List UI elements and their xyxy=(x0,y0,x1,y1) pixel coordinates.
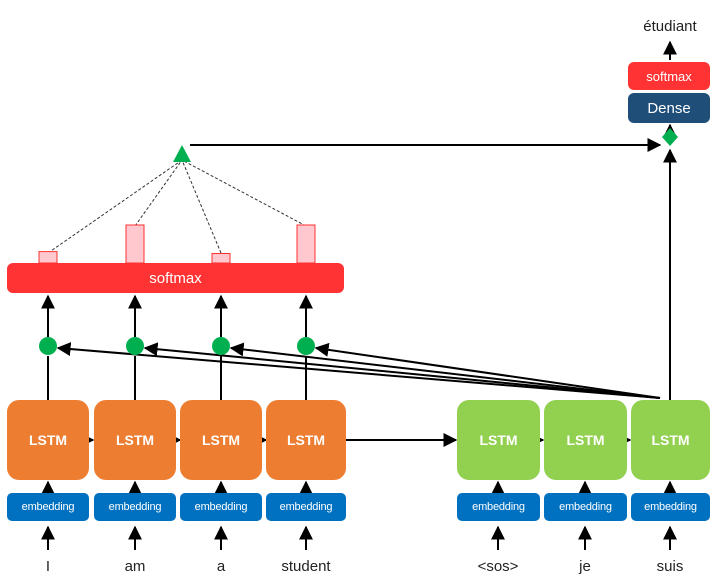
decoder-lstm-3: LSTM xyxy=(631,400,710,480)
dense-layer: Dense xyxy=(628,93,710,123)
decoder-embedding-2: embedding xyxy=(544,493,627,521)
output-softmax: softmax xyxy=(628,62,710,90)
decoder-lstm-2: LSTM xyxy=(544,400,627,480)
embedding-arrows xyxy=(41,480,677,495)
score-nodes xyxy=(39,337,315,355)
encoder-input-word-2: am xyxy=(124,558,146,575)
attention-weight-bar xyxy=(296,224,316,264)
attention-softmax-bar: softmax xyxy=(7,263,344,293)
node-to-softmax-arrows xyxy=(41,294,313,337)
decoder-embedding-1: embedding xyxy=(457,493,540,521)
encoder-lstm-1: LSTM xyxy=(7,400,89,480)
encoder-to-node-arrows xyxy=(47,356,307,400)
encoder-lstm-4: LSTM xyxy=(266,400,346,480)
score-node xyxy=(297,337,315,355)
encoder-embedding-1: embedding xyxy=(7,493,89,521)
attention-weight-bar xyxy=(125,224,145,264)
output-word: étudiant xyxy=(643,18,697,35)
context-vector-triangle xyxy=(173,145,191,162)
encoder-input-word-3: a xyxy=(216,558,226,575)
encoder-input-word-1: I xyxy=(45,558,51,575)
encoder-lstm-3: LSTM xyxy=(180,400,262,480)
attention-softmax-label: softmax xyxy=(149,269,202,287)
decoder-input-word-3: suis xyxy=(656,558,684,575)
encoder-embedding-4: embedding xyxy=(266,493,346,521)
encoder-lstm-2: LSTM xyxy=(94,400,176,480)
score-node xyxy=(39,337,57,355)
attention-weight-bar xyxy=(38,251,58,264)
attention-weight-bar xyxy=(211,253,231,264)
encoder-embedding-2: embedding xyxy=(94,493,176,521)
decoder-to-node-arrows xyxy=(56,342,661,399)
encoder-embedding-3: embedding xyxy=(180,493,262,521)
encoder-input-word-4: student xyxy=(281,558,331,575)
decoder-embedding-3: embedding xyxy=(631,493,710,521)
decoder-input-word-1: <sos> xyxy=(477,558,519,575)
decoder-lstm-1: LSTM xyxy=(457,400,540,480)
concat-diamond xyxy=(662,128,678,146)
score-node xyxy=(212,337,230,355)
attention-dashed-lines xyxy=(47,159,307,254)
input-arrows xyxy=(41,525,677,550)
score-node xyxy=(126,337,144,355)
decoder-input-word-2: je xyxy=(579,558,591,575)
attention-weight-bars xyxy=(38,224,316,264)
